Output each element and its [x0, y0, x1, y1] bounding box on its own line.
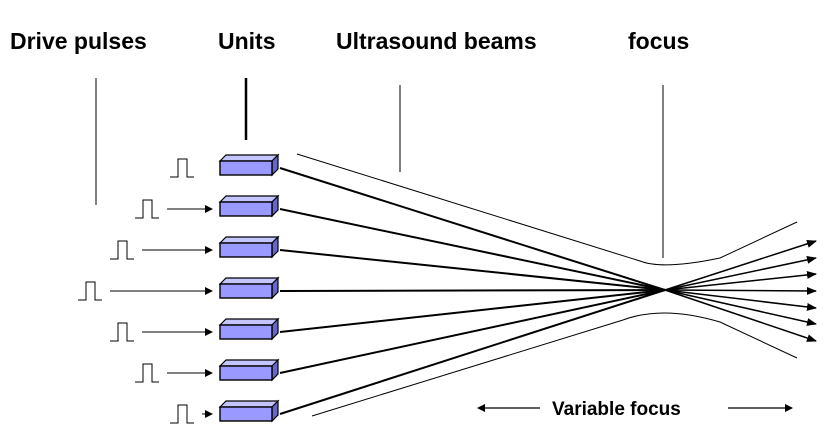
pulse-icon [78, 281, 102, 301]
pulse-icon [135, 199, 159, 219]
beam-arrow [664, 289, 817, 326]
beam-arrow [664, 286, 817, 295]
transducer-front-face [219, 365, 273, 381]
drive-pulse-array [78, 158, 213, 424]
variable-focus-label: Variable focus [552, 399, 681, 420]
transducer-top-face [218, 154, 280, 162]
focus-label: focus [628, 28, 690, 54]
transducer-top-face [218, 359, 280, 367]
beam-lines [279, 167, 817, 415]
transducer-top-face [218, 400, 280, 408]
beam-arrow [664, 270, 817, 291]
beam-line [279, 249, 666, 291]
beam-arrow [664, 289, 817, 311]
transducer-front-face [219, 283, 273, 299]
transducer-top-face [218, 318, 280, 326]
transducer-unit [218, 235, 280, 259]
transducer-front-face [219, 324, 273, 340]
transducer-unit [218, 194, 280, 218]
beam-line [279, 289, 666, 415]
beam-line [279, 208, 666, 291]
transducer-top-face [218, 195, 280, 203]
transducer-top-face [218, 236, 280, 244]
beam-line [279, 289, 666, 292]
units-label: Units [218, 28, 276, 54]
beam-line [279, 167, 666, 291]
ultrasound-beams-label: Ultrasound beams [336, 28, 537, 54]
transducer-front-face [219, 406, 273, 422]
transducer-front-face [219, 201, 273, 217]
beam-arrow [664, 255, 817, 291]
beam-arrow [664, 239, 817, 291]
beam-line [279, 289, 666, 374]
pulse-icon [135, 363, 159, 383]
transducer-array [218, 153, 280, 423]
beam-line [279, 289, 666, 333]
transducer-unit [218, 399, 280, 423]
transducer-top-face [218, 277, 280, 285]
beam-envelope-lower [311, 312, 798, 417]
drive-pulses-label: Drive pulses [10, 28, 147, 54]
transducer-unit [218, 358, 280, 382]
transducer-front-face [219, 160, 273, 176]
pulse-icon [170, 404, 194, 424]
beam-arrow [664, 289, 817, 342]
transducer-unit [218, 317, 280, 341]
pulse-icon [170, 158, 194, 178]
transducer-unit [218, 276, 280, 300]
pulse-icon [110, 240, 134, 260]
transducer-unit [218, 153, 280, 177]
beam-envelope-upper [296, 153, 798, 266]
pulse-icon [110, 322, 134, 342]
transducer-front-face [219, 242, 273, 258]
